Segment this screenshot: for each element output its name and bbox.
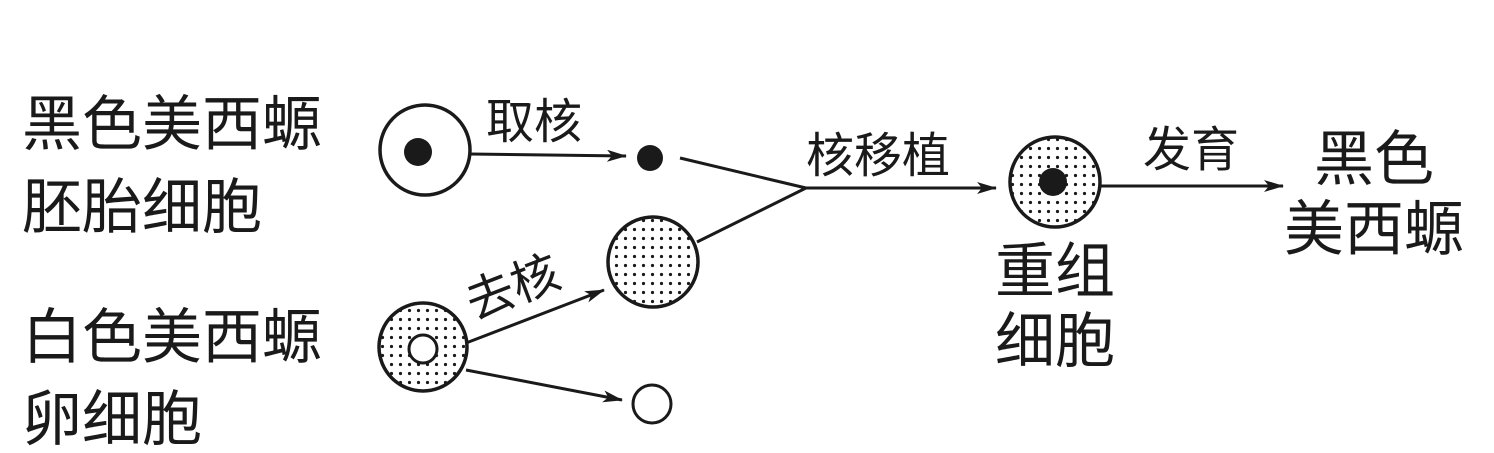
take-nucleus-arrow: [469, 149, 627, 162]
recombinant-label-line2: 细胞: [995, 307, 1115, 377]
removed-nucleus-arrow: [465, 368, 623, 403]
remove-nucleus-label: 去核: [458, 245, 568, 332]
recombinant-label-line1: 重组: [995, 237, 1115, 307]
result-label-line1: 黑色: [1314, 125, 1434, 195]
isolated-nucleus: [637, 145, 663, 171]
black-embryo-label-line1: 黑色美西螈: [22, 90, 322, 160]
enucleated-egg: [606, 215, 700, 309]
removed-white-nucleus: [631, 383, 673, 425]
nucleus-transfer-line: [679, 156, 807, 190]
result-label-line2: 美西螈: [1284, 195, 1464, 265]
white-egg-label-line2: 卵细胞: [22, 385, 202, 453]
black-embryo-label-line2: 胚胎细胞: [22, 173, 262, 243]
egg-transfer-line: [696, 186, 807, 244]
develop-label: 发育: [1143, 122, 1239, 178]
nuclear-transfer-label: 核移植: [806, 128, 950, 184]
take-nucleus-label: 取核: [486, 94, 582, 150]
black-embryo-nucleus: [404, 138, 432, 166]
white-egg-nucleus: [407, 333, 439, 365]
recombinant-nucleus: [1039, 168, 1067, 196]
remove-nucleus-arrow: [465, 288, 605, 345]
white-egg-label-line1: 白色美西螈: [22, 303, 322, 373]
